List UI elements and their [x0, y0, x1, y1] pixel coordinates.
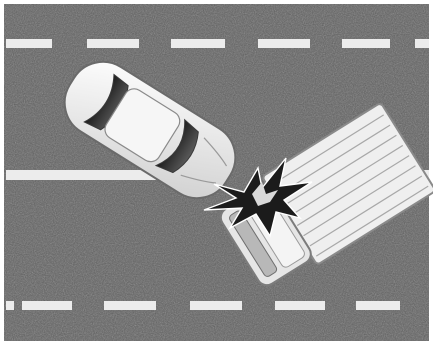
collision-illustration: [0, 0, 433, 345]
illustration-frame: [0, 0, 433, 345]
